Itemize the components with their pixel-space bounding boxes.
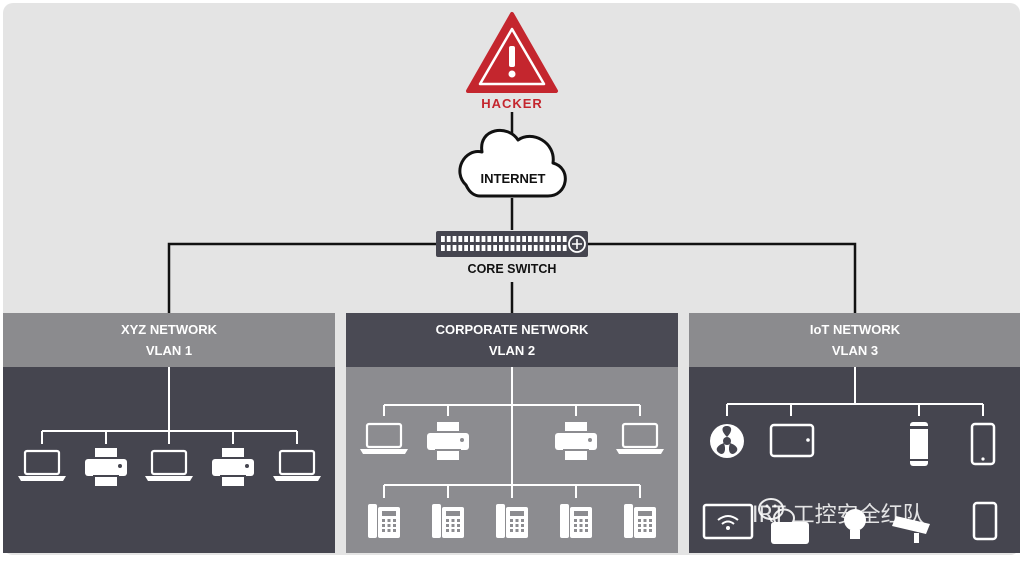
switch-port (522, 236, 526, 242)
corporate-network-title: CORPORATE NETWORK (436, 322, 589, 337)
switch-port (504, 245, 509, 251)
tablet-icon (769, 423, 815, 458)
smart-hub-icon (771, 522, 809, 544)
xyz-network-vlan: VLAN 1 (146, 343, 192, 358)
switch-port (504, 236, 509, 242)
switch-port (458, 236, 463, 242)
switch-port (557, 236, 561, 242)
cloud-icon (458, 129, 567, 198)
smartphone-icon (970, 422, 996, 466)
switch-port (522, 245, 526, 251)
hacker-label: HACKER (481, 96, 543, 111)
switch-port (545, 245, 550, 251)
smart-tv-icon (702, 503, 754, 540)
desk-phone-icon (368, 504, 400, 538)
switch-port (528, 245, 532, 251)
switch-port (533, 245, 538, 251)
corporate-network-panel: CORPORATE NETWORK VLAN 2 (346, 313, 678, 553)
switch-port (475, 236, 480, 242)
switch-port (464, 236, 468, 242)
switch-port (475, 245, 480, 251)
xyz-network-title: XYZ NETWORK (121, 322, 218, 337)
warning-triangle-icon (466, 12, 558, 93)
switch-port (551, 236, 555, 242)
network-switch-icon (436, 231, 588, 257)
internet-node: INTERNET (458, 129, 567, 198)
core-switch-label: CORE SWITCH (468, 262, 557, 276)
switch-port (499, 245, 503, 251)
switch-port (557, 245, 561, 251)
switch-port (510, 245, 515, 251)
switch-port (516, 245, 521, 251)
security-camera-icon (892, 516, 930, 543)
switch-port (470, 245, 474, 251)
switch-port (499, 236, 503, 242)
switch-port (487, 245, 492, 251)
switch-port (516, 236, 521, 242)
switch-port (510, 236, 515, 242)
switch-port (452, 236, 457, 242)
switch-port (539, 245, 544, 251)
core-switch-node: CORE SWITCH (436, 231, 588, 276)
switch-port (458, 245, 463, 251)
desk-phone-icon (624, 504, 656, 538)
switch-port (545, 236, 550, 242)
desk-phone-icon (560, 504, 592, 538)
xyz-network-panel: XYZ NETWORK VLAN 1 (3, 313, 335, 553)
iot-network-panel: IoT NETWORK VLAN 3 (689, 313, 1020, 553)
wechat-logo-icon (758, 498, 795, 528)
switch-port (562, 236, 567, 242)
hacker-node: HACKER (466, 12, 558, 111)
switch-port (493, 236, 497, 242)
smart-speaker-icon (910, 422, 928, 466)
smart-fan-icon (710, 424, 744, 458)
switch-port (481, 245, 486, 251)
switch-port (493, 245, 497, 251)
switch-port (446, 236, 451, 242)
switch-port (562, 245, 567, 251)
iot-network-vlan: VLAN 3 (832, 343, 878, 358)
smart-device-icon (972, 501, 998, 541)
switch-port (533, 236, 538, 242)
switch-port (551, 245, 555, 251)
switch-port (539, 236, 544, 242)
desk-phone-icon (496, 504, 528, 538)
desk-phone-icon (432, 504, 464, 538)
light-bulb-icon (844, 509, 866, 539)
internet-label: INTERNET (481, 171, 546, 186)
switch-port (441, 245, 445, 251)
watermark-text: IRT 工控安全红队 (752, 503, 925, 528)
iot-network-title: IoT NETWORK (810, 322, 901, 337)
switch-port (481, 236, 486, 242)
switch-port (452, 245, 457, 251)
corporate-network-vlan: VLAN 2 (489, 343, 535, 358)
switch-port (528, 236, 532, 242)
switch-port (441, 236, 445, 242)
switch-port (446, 245, 451, 251)
switch-port (487, 236, 492, 242)
switch-port (464, 245, 468, 251)
switch-port (470, 236, 474, 242)
